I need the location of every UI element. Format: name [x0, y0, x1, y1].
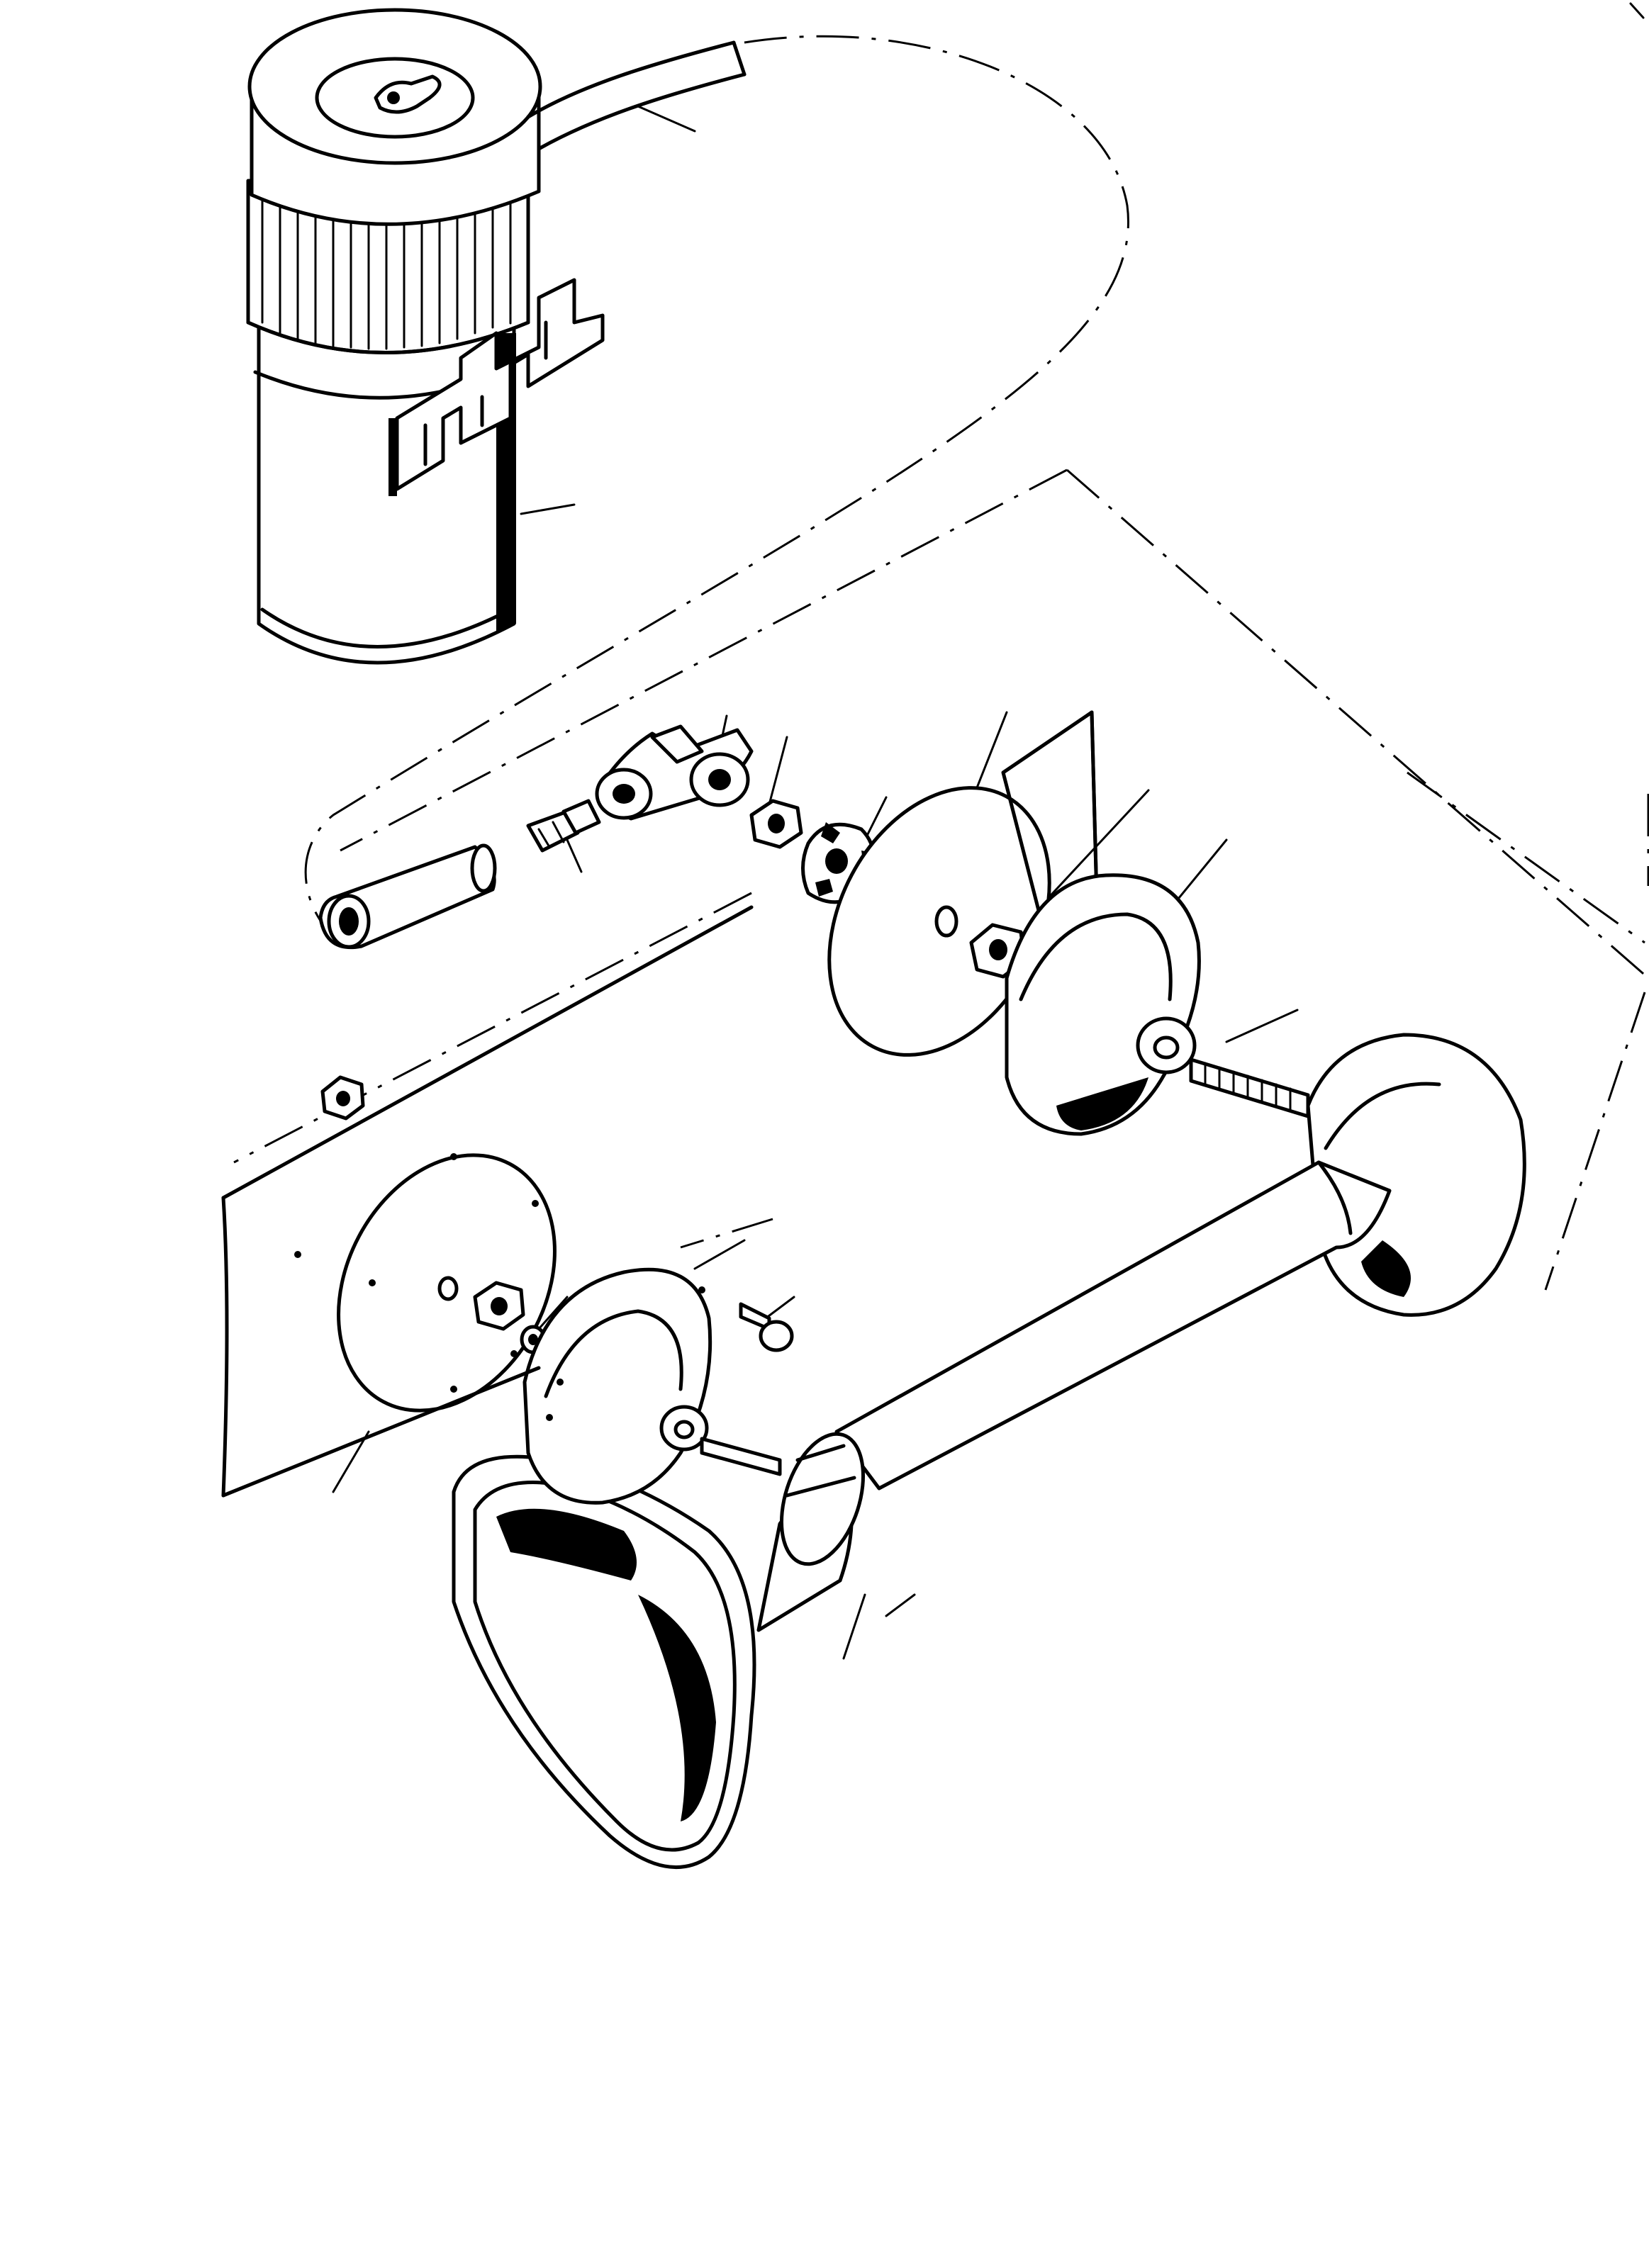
panel-board	[221, 905, 754, 1498]
nut	[320, 1075, 365, 1121]
hose-adaptor	[526, 799, 601, 853]
terminal-icon	[374, 74, 442, 114]
air-hose	[526, 40, 747, 151]
vehicle-panel-outline	[340, 468, 1649, 1291]
horn-rear-housing	[1005, 873, 1201, 1136]
mounting-bracket	[389, 278, 605, 496]
knurl-lines	[261, 187, 512, 350]
gasket-lower	[337, 1153, 557, 1413]
horn-front-housing	[522, 1267, 782, 1505]
horn-body	[834, 1033, 1526, 1491]
hose-piece	[318, 843, 497, 950]
lock-nut	[749, 799, 803, 849]
corner-mark	[1629, 2, 1645, 19]
horn-trumpet	[452, 1432, 866, 1869]
gasket-upper	[827, 786, 1051, 1057]
fixing-screw	[739, 1302, 794, 1352]
threaded-stud	[1189, 1057, 1310, 1118]
lower-nut	[473, 1281, 547, 1354]
air-pipe-route	[233, 35, 1129, 1249]
elbow-union	[595, 724, 754, 821]
